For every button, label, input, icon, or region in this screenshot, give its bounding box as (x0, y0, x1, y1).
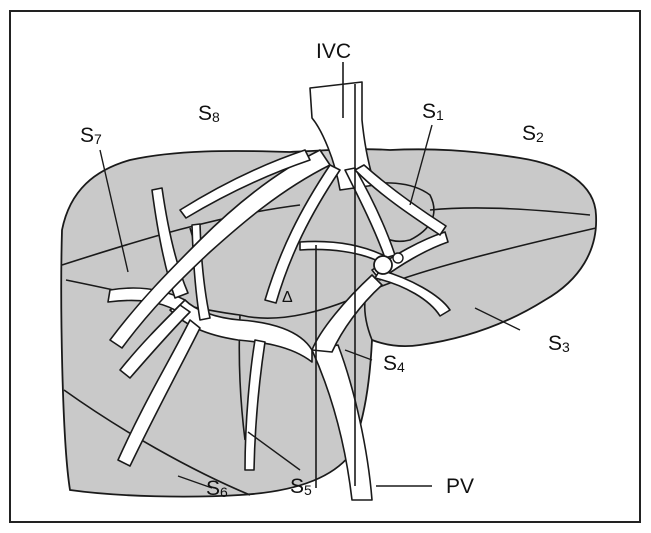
branch-junction (374, 256, 392, 274)
ivc-label: IVC (316, 40, 351, 63)
triangle-marker: Δ (282, 289, 293, 306)
branch-junction-small (393, 253, 403, 263)
pv-label: PV (446, 475, 474, 498)
